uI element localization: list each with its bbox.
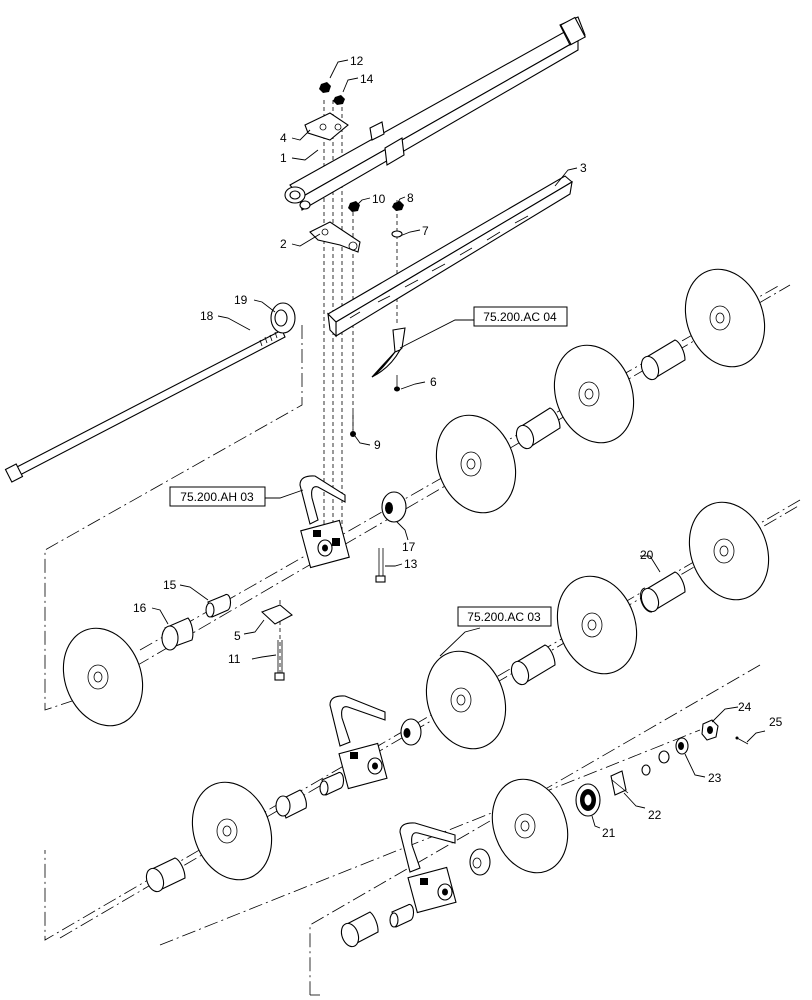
nut-part-14 xyxy=(333,95,345,105)
callout-19: 19 xyxy=(234,293,248,307)
spacer-part-15 xyxy=(205,593,232,618)
callout-21: 21 xyxy=(602,826,616,840)
small-washers xyxy=(641,750,670,776)
nut-part-12 xyxy=(319,82,331,93)
callout-16: 16 xyxy=(133,601,147,615)
leader-lines xyxy=(151,59,766,829)
callout-8: 8 xyxy=(407,191,414,205)
spacer xyxy=(319,771,345,796)
spool xyxy=(510,644,556,686)
callout-3: 3 xyxy=(580,161,587,175)
callout-17: 17 xyxy=(402,540,416,554)
spool xyxy=(275,789,307,819)
plate-part-2 xyxy=(309,221,361,253)
nut-part-10 xyxy=(348,201,360,212)
callout-13: 13 xyxy=(404,557,418,571)
spool-part-16 xyxy=(161,617,194,651)
callout-18: 18 xyxy=(200,309,214,323)
disc-blade xyxy=(191,781,273,881)
washer-part-7 xyxy=(391,230,403,238)
callout-9: 9 xyxy=(374,438,381,452)
ref-box-ah03[interactable]: 75.200.AH 03 xyxy=(169,486,266,507)
spool xyxy=(145,857,186,893)
washer-part-19 xyxy=(270,302,296,334)
bearing-part-21 xyxy=(575,783,601,817)
disc-blade xyxy=(556,575,638,675)
callout-15: 15 xyxy=(163,578,177,592)
callout-20: 20 xyxy=(640,548,654,562)
toolbar-part-1 xyxy=(284,16,586,211)
callout-10: 10 xyxy=(372,192,386,206)
pin-part-25 xyxy=(735,736,749,745)
spacer xyxy=(389,903,415,928)
washer xyxy=(469,848,491,876)
disc-blade xyxy=(688,501,770,601)
callout-5: 5 xyxy=(234,629,241,643)
plate-part-5 xyxy=(260,604,293,625)
axle-part-18 xyxy=(4,329,286,483)
bolt-part-9 xyxy=(350,412,356,437)
ref-label-ah03: 75.200.AH 03 xyxy=(180,490,254,504)
spool xyxy=(515,407,561,450)
callout-7: 7 xyxy=(422,224,429,238)
disc-blade xyxy=(491,778,569,874)
ref-label-ac04: 75.200.AC 04 xyxy=(483,310,557,324)
bearing-hanger xyxy=(399,822,457,914)
spool xyxy=(340,911,379,948)
callout-12: 12 xyxy=(350,54,364,68)
bolt-part-11 xyxy=(274,640,285,681)
callout-4: 4 xyxy=(280,131,287,145)
callout-24: 24 xyxy=(738,700,752,714)
bolt-part-13 xyxy=(375,548,386,583)
callout-23: 23 xyxy=(708,771,722,785)
callout-14: 14 xyxy=(360,72,374,86)
plate-part-4 xyxy=(304,112,349,141)
scraper-blade xyxy=(371,327,406,378)
bearing-hanger xyxy=(329,695,388,790)
callout-22: 22 xyxy=(648,808,662,822)
washer-part-17 xyxy=(381,491,407,523)
callout-25: 25 xyxy=(769,715,783,729)
callout-numbers: 12 14 4 1 3 10 8 7 2 19 18 6 9 17 20 13 … xyxy=(133,54,783,840)
plate-part-22 xyxy=(610,770,629,796)
callout-1: 1 xyxy=(280,151,287,165)
scraper-bar-part-3 xyxy=(327,175,573,338)
ref-box-ac04[interactable]: 75.200.AC 04 xyxy=(473,306,568,327)
disc-blade xyxy=(425,650,507,750)
nut-part-8 xyxy=(392,201,404,211)
washer xyxy=(400,718,422,746)
spool xyxy=(640,339,686,381)
ref-label-ac03: 75.200.AC 03 xyxy=(467,610,541,624)
ref-box-ac03[interactable]: 75.200.AC 03 xyxy=(457,606,552,627)
bolt-part-6 xyxy=(394,375,400,392)
callout-6: 6 xyxy=(430,375,437,389)
spool-part-20 xyxy=(639,571,686,613)
washer-part-23 xyxy=(675,737,689,755)
callout-11: 11 xyxy=(228,652,241,666)
disc-blade xyxy=(435,414,517,514)
callout-2: 2 xyxy=(280,237,287,251)
nut-part-24 xyxy=(701,719,719,741)
spools xyxy=(145,339,686,948)
bearing-hanger xyxy=(299,475,350,569)
disc-blade xyxy=(553,344,635,444)
disc-blade xyxy=(62,627,144,727)
disc-blades xyxy=(62,268,770,881)
disc-blade xyxy=(684,268,766,368)
